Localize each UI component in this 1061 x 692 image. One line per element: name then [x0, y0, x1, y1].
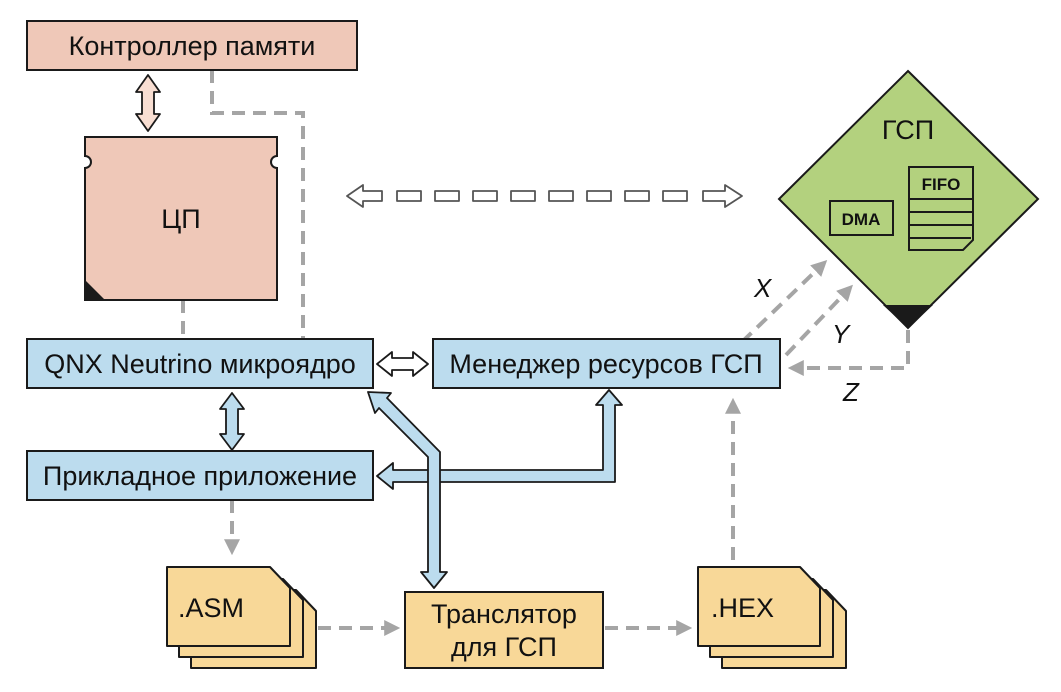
asm-file-stack — [166, 566, 317, 669]
translator-node: Транслятор для ГСП — [404, 591, 604, 669]
hex-file-front — [697, 566, 821, 647]
fifo-label: FIFO — [922, 175, 961, 194]
arrow-kernel-manager — [376, 351, 429, 377]
hex-file-stack — [697, 566, 847, 669]
gpu-manager-label: Менеджер ресурсов ГСП — [449, 349, 762, 379]
application-node: Прикладное приложение — [26, 450, 374, 501]
gpu-node: ГСП DMA FIFO — [777, 69, 1040, 330]
memory-controller-label: Контроллер памяти — [69, 31, 316, 61]
arrow-label-z: Z — [842, 377, 860, 407]
dashed-link-memory-to-kernel — [210, 70, 305, 338]
gpu-corner-mark — [883, 305, 933, 328]
dma-label: DMA — [842, 210, 881, 229]
translator-label-line1: Транслятор — [431, 599, 577, 629]
asm-file-front — [166, 566, 291, 647]
hex-label: .HEX — [711, 593, 774, 623]
fifo-block: FIFO — [908, 166, 974, 251]
arrow-kernel-translator — [367, 391, 448, 589]
dma-block: DMA — [829, 200, 894, 236]
dashed-hollow-arrow-cpu-gpu — [346, 184, 743, 208]
dashed-arrow-y — [784, 284, 853, 357]
memory-controller-node: Контроллер памяти — [26, 20, 358, 71]
gpu-manager-node: Менеджер ресурсов ГСП — [432, 338, 781, 389]
gpu-label: ГСП — [882, 115, 934, 145]
dashed-arrow-z — [787, 330, 910, 376]
kernel-label: QNX Neutrino микроядро — [44, 349, 355, 379]
arrow-manager-to-application — [376, 389, 623, 490]
cpu-corner-mark — [85, 280, 105, 300]
arrow-label-x: X — [753, 273, 773, 303]
arrow-label-y: Y — [832, 319, 851, 349]
kernel-node: QNX Neutrino микроядро — [26, 338, 374, 389]
arrow-kernel-application — [219, 392, 245, 451]
application-label: Прикладное приложение — [43, 461, 357, 491]
translator-label-line2: для ГСП — [451, 632, 557, 662]
dashed-arrow-x — [740, 260, 828, 344]
asm-label: .ASM — [178, 593, 244, 623]
cpu-node: ЦП — [84, 136, 278, 301]
arrow-memory-cpu — [135, 74, 161, 132]
cpu-label: ЦП — [161, 204, 200, 234]
